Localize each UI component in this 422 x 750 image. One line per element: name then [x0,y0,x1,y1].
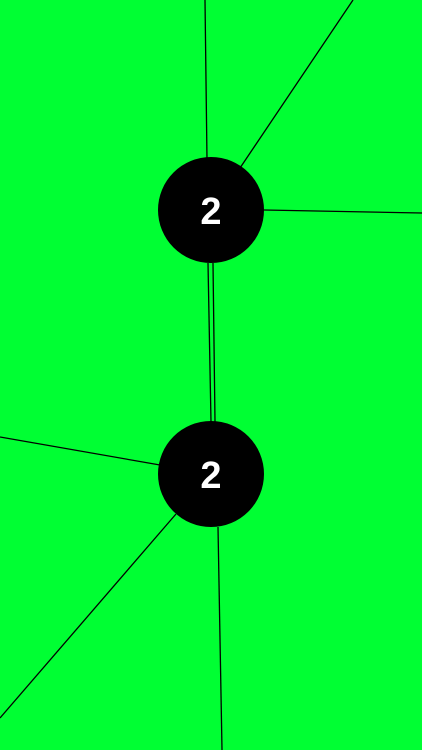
node-bottom-circle[interactable] [158,421,264,527]
node-top-circle[interactable] [158,157,264,263]
edge-connector-a [207,262,212,423]
edge-top-upright [239,0,354,169]
node-top-label: 2 [200,191,221,233]
node-bottom[interactable]: 2 [158,421,264,527]
edge-connector-b [212,262,216,423]
edge-top-up [204,0,208,161]
node-bottom-label: 2 [200,455,221,497]
node-top[interactable]: 2 [158,157,264,263]
edge-bottom-downleft [0,513,177,719]
edge-bottom-left [0,436,161,466]
edge-top-right [263,209,422,214]
edge-bottom-down [217,526,223,750]
